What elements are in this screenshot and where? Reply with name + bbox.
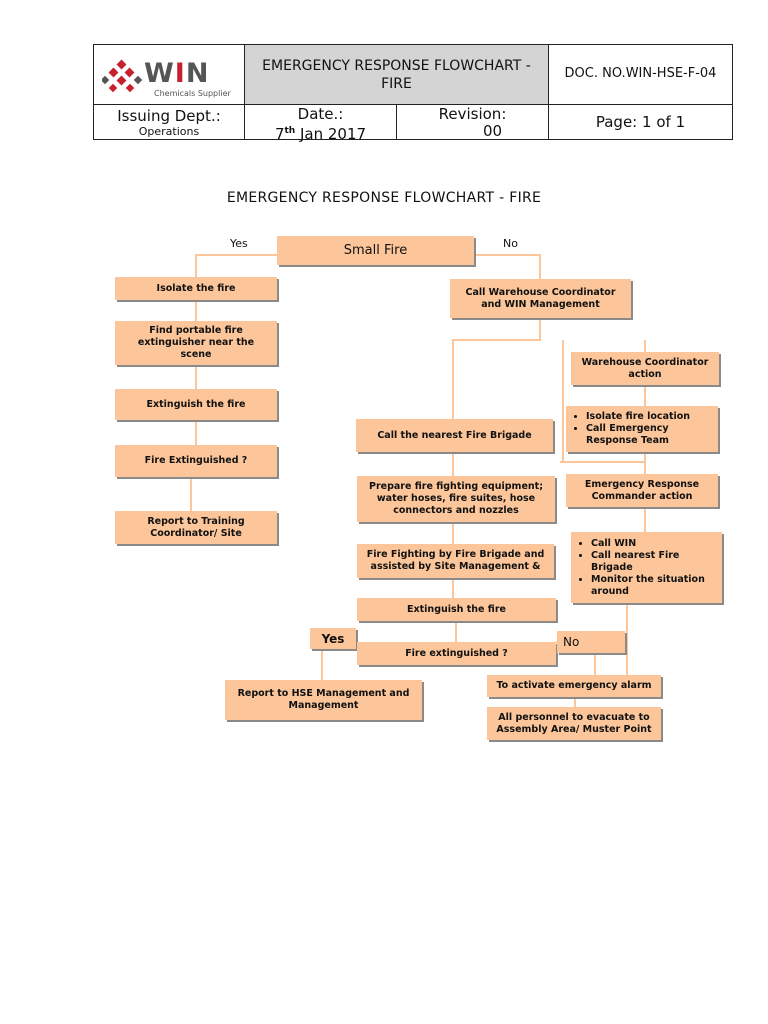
yes2-box: Yes	[310, 628, 356, 649]
header-title: EMERGENCY RESPONSE FLOWCHART - FIRE	[245, 45, 549, 105]
prepare-equipment-box: Prepare fire fighting equipment; water h…	[357, 476, 555, 522]
logo-wordmark: WIN	[144, 58, 210, 89]
erc-action-box: Emergency Response Commander action	[566, 474, 718, 507]
call-warehouse-box: Call Warehouse Coordinator and WIN Manag…	[450, 279, 631, 318]
report-hse-box: Report to HSE Management and Management	[225, 680, 422, 720]
page-label: Page:	[595, 113, 638, 131]
find-extinguisher-box: Find portable fire extinguisher near the…	[115, 321, 277, 365]
isolate-fire-box: Isolate the fire	[115, 277, 277, 300]
no2-box: No	[557, 631, 625, 653]
issuing-dept-value: Operations	[138, 125, 200, 138]
erc-items-box: Call WIN Call nearest Fire Brigade Monit…	[571, 532, 722, 603]
small-fire-box: Small Fire	[277, 236, 474, 265]
revision-cell: Revision: 00	[397, 105, 549, 140]
erc-item: Call nearest Fire Brigade	[591, 550, 716, 574]
fire-fighting-box: Fire Fighting by Fire Brigade and assist…	[357, 544, 554, 578]
extinguish-center-box: Extinguish the fire	[357, 598, 556, 621]
extinguish-left-box: Extinguish the fire	[115, 389, 277, 420]
doc-number: DOC. NO.WIN-HSE-F-04	[549, 45, 732, 105]
flowchart-title: EMERGENCY RESPONSE FLOWCHART - FIRE	[226, 190, 542, 206]
erc-item: Monitor the situation around	[591, 574, 716, 598]
issuing-dept: Issuing Dept.: Operations	[94, 105, 245, 139]
page-of: of	[656, 113, 671, 131]
fire-extinguished-center-box: Fire extinguished ?	[357, 642, 556, 665]
erc-item: Call WIN	[591, 538, 716, 550]
date-rest: Jan 2017	[299, 125, 367, 143]
logo-subtitle: Chemicals Supplier	[154, 89, 231, 98]
no-label: No	[503, 237, 518, 250]
date-day: 7	[274, 125, 285, 143]
page-total: 1	[675, 113, 686, 131]
date-label: Date.:	[297, 105, 344, 123]
fire-extinguished-left-box: Fire Extinguished ?	[115, 445, 277, 477]
win-logo-mark-icon	[102, 59, 142, 93]
issuing-dept-label: Issuing Dept.:	[117, 107, 221, 125]
evacuate-box: All personnel to evacuate to Assembly Ar…	[487, 707, 661, 740]
date-value: 7th Jan 2017	[245, 123, 396, 143]
page-number: 1	[642, 113, 652, 131]
yes-label: Yes	[230, 237, 248, 250]
activate-alarm-box: To activate emergency alarm	[487, 675, 661, 697]
page-cell: Page: 1 of 1	[549, 105, 732, 139]
report-training-box: Report to Training Coordinator/ Site	[115, 511, 277, 544]
win-logo: WIN Chemicals Supplier	[102, 57, 238, 98]
warehouse-action-box: Warehouse Coordinator action	[571, 352, 719, 385]
date-suffix: th	[284, 126, 296, 136]
logo-cell: WIN Chemicals Supplier	[94, 45, 245, 105]
revision-value: 00	[482, 122, 503, 140]
warehouse-item: Isolate fire location	[586, 411, 712, 423]
revision-label: Revision:	[438, 105, 507, 123]
date-cell: Date.: 7th Jan 2017	[245, 105, 397, 143]
call-brigade-box: Call the nearest Fire Brigade	[356, 419, 553, 452]
document-header: WIN Chemicals Supplier EMERGENCY RESPONS…	[93, 44, 733, 143]
warehouse-items-box: Isolate fire location Call Emergency Res…	[566, 406, 718, 452]
header-title-text: EMERGENCY RESPONSE FLOWCHART - FIRE	[262, 58, 531, 92]
warehouse-item: Call Emergency Response Team	[586, 423, 712, 447]
